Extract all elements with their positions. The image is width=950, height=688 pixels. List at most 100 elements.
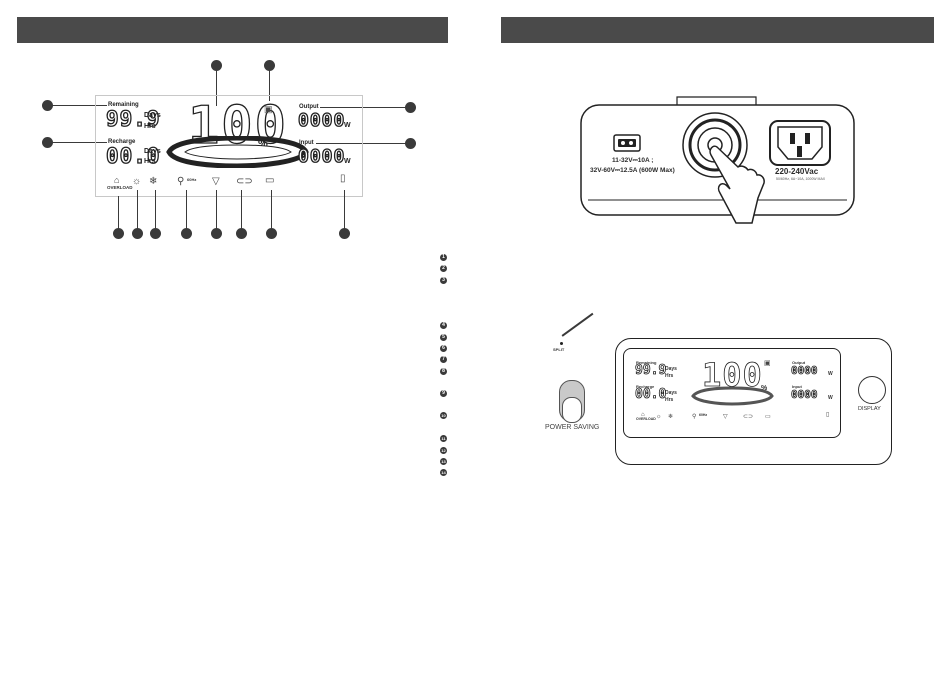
device-lcd-frame [623,348,841,438]
wireless-charge-icon: ▯ [340,173,346,184]
mini-ac-frequency-icon: ⚲ [692,414,697,420]
mini-usb-a-icon: ▽ [723,414,728,420]
hz-label: 60Hz [187,177,197,182]
output-watt-unit: W [344,122,351,129]
split-switch-line [561,312,594,337]
mini-recharge-days: Days [665,390,677,396]
index-marker: 14 [440,469,447,476]
mini-battery-ring [691,386,774,406]
battery-ring-gauge [166,136,309,168]
callout-leader [186,190,187,230]
callout-leader [118,196,119,230]
device-front-illustration: SPLIT POWER SAVING DISPLAY Remaining 99.… [540,312,900,470]
callout-leader [316,143,406,144]
recharge-label: Recharge [108,139,136,145]
display-button[interactable] [858,376,886,404]
remaining-hrs-unit: Hrs [144,123,156,130]
remaining-days-unit: Days [144,112,161,119]
index-marker: 7 [440,356,447,363]
split-switch-label: SPLIT [553,347,565,352]
right-header-band [501,17,934,43]
index-marker: 2 [440,265,447,272]
mini-remaining-value: 99.9 [635,363,667,379]
dc-input-rating-line1: 11-32V⎓10A ; [612,157,654,164]
callout-leader [271,190,272,230]
index-marker: 4 [440,322,447,329]
index-marker: 8 [440,368,447,375]
index-marker: 9 [440,390,447,397]
mini-usb-c-icon: ⊂⊃ [743,414,754,420]
mini-input-watt: W [828,395,833,401]
mini-percent-sign: % [761,385,768,392]
percent-sign: % [258,138,268,150]
usb-port-icon: ▭ [265,175,275,186]
callout-leader [216,70,217,106]
index-marker-list: 1 2 3 4 5 6 7 8 9 10 11 12 13 14 [440,254,450,484]
cold-icon: ❄ [149,176,158,187]
mini-overload-icon: ⌂ [641,412,645,418]
ac-rating: 220-240Vac [775,167,819,176]
output-value: 0000 [297,109,346,131]
index-marker: 1 [440,254,447,261]
callout-bubble [181,228,192,239]
callout-bubble [266,228,277,239]
callout-bubble [236,228,247,239]
mini-input-value: 0000 [791,388,818,402]
mini-charging-battery-icon: ▣ [764,360,771,367]
callout-leader [52,142,107,143]
recharge-hrs-unit: Hrs [144,158,156,165]
input-value: 0000 [297,145,346,167]
callout-bubble [113,228,124,239]
mini-output-watt: W [828,371,833,377]
callout-bubble [132,228,143,239]
ac-rating-sub: 50/60Hz, 6A~10A, 1000W MAX [776,177,826,181]
side-panel-outline [580,96,855,224]
mini-usb-icon: ▭ [765,414,771,420]
mini-cold-icon: ❄ [668,414,674,420]
callout-bubble [339,228,350,239]
index-marker: 10 [440,412,447,419]
overload-icon: ⌂ [114,175,120,185]
mini-overload-label: OVERLOAD [636,417,656,421]
callout-leader [320,107,406,108]
mini-output-label: Output [792,360,806,365]
input-label: Input [299,140,314,146]
index-marker: 13 [440,458,447,465]
lcd-display-diagram: Remaining 99.9 Days Hrs Recharge 00.0 Da… [0,0,470,260]
display-button-label: DISPLAY [858,406,881,412]
mini-remaining-days: Days [665,366,677,372]
mini-wireless-icon: ▯ [826,412,830,418]
callout-leader [216,190,217,230]
callout-leader [269,70,270,101]
index-marker: 12 [440,447,447,454]
callout-bubble [211,60,222,71]
callout-leader [241,190,242,230]
side-panel-illustration: 11-32V⎓10A ; 32V-60V⎓12.5A (600W Max) 22… [580,95,855,230]
callout-bubble [42,137,53,148]
power-saving-label: POWER SAVING [545,424,600,431]
mini-hz-label: 60Hz [699,413,708,417]
left-header-band [17,17,448,43]
remaining-value: 99.9 [105,106,161,131]
lcd-frame [95,95,363,197]
mini-recharge-hrs: Hrs [665,397,674,403]
recharge-value: 00.0 [105,143,161,168]
output-label: Output [299,104,319,110]
callout-bubble [211,228,222,239]
recharge-days-unit: Days [144,148,161,155]
index-marker: 6 [440,345,447,352]
callout-bubble [405,138,416,149]
callout-bubble [42,100,53,111]
mini-recharge-label: Recharge [636,384,655,389]
charging-battery-icon: ▣ [264,104,273,114]
remaining-label: Remaining [108,102,139,108]
mini-heat-icon: ☼ [656,414,662,420]
index-marker: 11 [440,435,447,442]
heat-icon: ☼ [132,176,142,187]
mini-remaining-hrs: Hrs [665,373,674,379]
callout-bubble [264,60,275,71]
callout-leader [155,190,156,230]
mini-input-label: Input [792,384,802,389]
split-switch-dot [560,342,563,345]
usb-a-port-icon: ▽ [212,176,220,187]
